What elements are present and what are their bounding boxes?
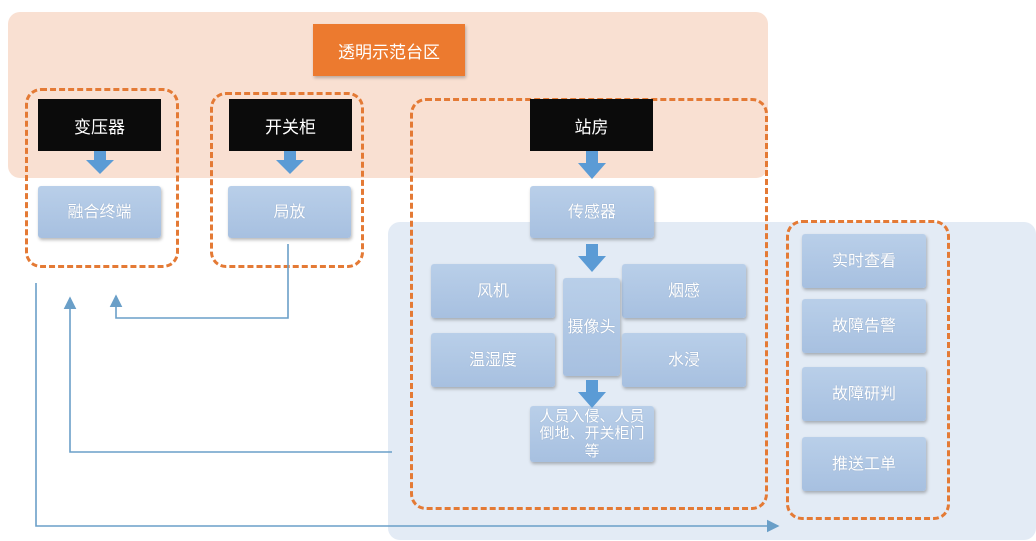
transformer-header: 变压器 [38,99,161,151]
function-node-3: 故障研判 [802,367,926,421]
function-node-4: 推送工单 [802,437,926,491]
diagram-title: 透明示范台区 [313,24,465,76]
arrow-sensor-down [578,244,606,272]
arrow-camera-down [578,380,606,408]
arrow-switchgear-down [276,151,304,174]
humidity-node: 温湿度 [431,333,555,387]
transformer-group-frame [25,88,179,268]
partial-discharge-node: 局放 [228,186,351,238]
fusion-terminal-node: 融合终端 [38,186,161,238]
connector-station-to-terminal [63,296,392,453]
station-header: 站房 [530,99,653,151]
camera-node: 摄像头 [563,278,620,376]
switchgear-group-frame [210,92,364,268]
function-node-2: 故障告警 [802,299,926,353]
functions-group-frame [786,220,950,520]
switchgear-header: 开关柜 [229,99,352,151]
fan-node: 风机 [431,264,555,318]
connector-terminal-to-functions [35,283,780,533]
arrow-transformer-down [86,151,114,174]
function-node-1: 实时查看 [802,234,926,288]
sensor-node: 传感器 [530,186,654,238]
connector-partial-discharge-to-terminal [109,244,289,319]
intrusion-node: 人员入侵、人员倒地、开关柜门等 [530,406,654,462]
smoke-node: 烟感 [622,264,746,318]
water-leak-node: 水浸 [622,333,746,387]
arrow-station-down [578,151,606,179]
